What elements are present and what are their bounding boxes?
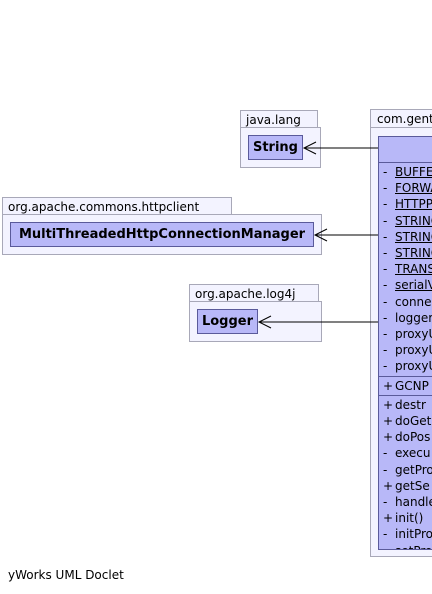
- method-item: +destr: [379, 397, 432, 413]
- method-item: +doGet: [379, 413, 432, 429]
- visibility-marker: -: [383, 527, 388, 542]
- visibility-marker: +: [383, 378, 394, 393]
- class-main-title: [379, 137, 432, 163]
- attribute-item: -proxyU: [379, 342, 432, 358]
- package-tab-log4j: org.apache.log4j: [189, 284, 319, 302]
- visibility-marker: -: [383, 343, 388, 358]
- class-multithreaded-http-connection-manager[interactable]: MultiThreadedHttpConnectionManager: [10, 222, 314, 247]
- attribute-name: conne: [395, 294, 432, 309]
- method-name: setPro: [395, 544, 432, 549]
- method-name: destr: [395, 397, 426, 412]
- attribute-name: STRING: [395, 229, 432, 244]
- arrowhead-connection-manager: [313, 228, 328, 242]
- method-name: handle: [395, 495, 432, 510]
- attribute-name: TRANS: [395, 262, 432, 277]
- attribute-item: -FORWA: [379, 180, 432, 196]
- visibility-marker: -: [383, 359, 388, 374]
- method-item: +doPos: [379, 429, 432, 445]
- class-main[interactable]: -BUFFE-FORWA-HTTPP-STRING-STRING-STRING-…: [378, 136, 432, 550]
- visibility-marker: -: [383, 495, 388, 510]
- method-name: getPro: [395, 462, 432, 477]
- method-name: init(): [395, 511, 424, 526]
- attribute-name: BUFFE: [395, 165, 432, 179]
- method-name: doPos: [395, 430, 431, 445]
- attribute-item: -HTTPP: [379, 196, 432, 212]
- constructors-section: +GCNP: [379, 377, 432, 396]
- footer-credit: yWorks UML Doclet: [8, 568, 124, 582]
- attribute-name: proxyU: [395, 343, 432, 358]
- visibility-marker: -: [383, 462, 388, 477]
- method-item: -handle: [379, 494, 432, 510]
- attribute-name: FORWA: [395, 181, 432, 196]
- method-name: initPro: [395, 527, 432, 542]
- method-name: doGet: [395, 414, 432, 429]
- visibility-marker: +: [383, 430, 394, 445]
- attribute-name: logger: [395, 310, 432, 325]
- visibility-marker: -: [383, 165, 388, 179]
- visibility-marker: -: [383, 327, 388, 342]
- method-item: -execu: [379, 445, 432, 461]
- method-name: getSe: [395, 478, 430, 493]
- visibility-marker: +: [383, 414, 394, 429]
- attribute-name: HTTPP: [395, 197, 432, 212]
- class-logger[interactable]: Logger: [197, 309, 258, 334]
- attributes-section: -BUFFE-FORWA-HTTPP-STRING-STRING-STRING-…: [379, 163, 432, 377]
- attribute-item: -STRING: [379, 213, 432, 229]
- attribute-item: -conne: [379, 294, 432, 310]
- method-item: +init(): [379, 510, 432, 526]
- constructor-name: GCNP: [395, 378, 429, 393]
- visibility-marker: -: [383, 310, 388, 325]
- package-tab-main: com.gent: [370, 109, 432, 128]
- visibility-marker: +: [383, 397, 394, 412]
- package-tab-java-lang: java.lang: [240, 110, 318, 128]
- attribute-item: -proxyU: [379, 358, 432, 374]
- attribute-item: -TRANS: [379, 261, 432, 277]
- attribute-name: proxyU: [395, 359, 432, 374]
- attribute-item: -logger: [379, 310, 432, 326]
- visibility-marker: +: [383, 478, 394, 493]
- visibility-marker: -: [383, 262, 388, 277]
- attribute-item: -serialV: [379, 277, 432, 293]
- attribute-item: -STRING: [379, 245, 432, 261]
- package-tab-httpclient: org.apache.commons.httpclient: [2, 197, 232, 215]
- method-item: +getSe: [379, 478, 432, 494]
- methods-section: +destr+doGet+doPos-execu-getPro+getSe-ha…: [379, 396, 432, 549]
- method-name: execu: [395, 446, 431, 461]
- attribute-item: -proxyU: [379, 326, 432, 342]
- visibility-marker: -: [383, 197, 388, 212]
- method-item: -setPro: [379, 543, 432, 549]
- visibility-marker: +: [383, 511, 394, 526]
- attribute-name: STRING: [395, 246, 432, 261]
- attribute-name: proxyU: [395, 327, 432, 342]
- attribute-item: -STRING: [379, 229, 432, 245]
- visibility-marker: -: [383, 294, 388, 309]
- class-string[interactable]: String: [248, 135, 303, 160]
- visibility-marker: -: [383, 446, 388, 461]
- constructor-item: +GCNP: [379, 378, 432, 394]
- arrowhead-logger: [257, 315, 272, 329]
- attribute-name: STRING: [395, 213, 432, 228]
- visibility-marker: -: [383, 181, 388, 196]
- method-item: -getPro: [379, 462, 432, 478]
- visibility-marker: -: [383, 278, 388, 293]
- attribute-item: -BUFFE: [379, 164, 432, 180]
- attribute-name: serialV: [395, 278, 432, 293]
- visibility-marker: -: [383, 213, 388, 228]
- visibility-marker: -: [383, 246, 388, 261]
- arrowhead-string: [302, 141, 317, 155]
- visibility-marker: -: [383, 543, 395, 549]
- method-item: -initPro: [379, 526, 432, 542]
- visibility-marker: -: [383, 229, 388, 244]
